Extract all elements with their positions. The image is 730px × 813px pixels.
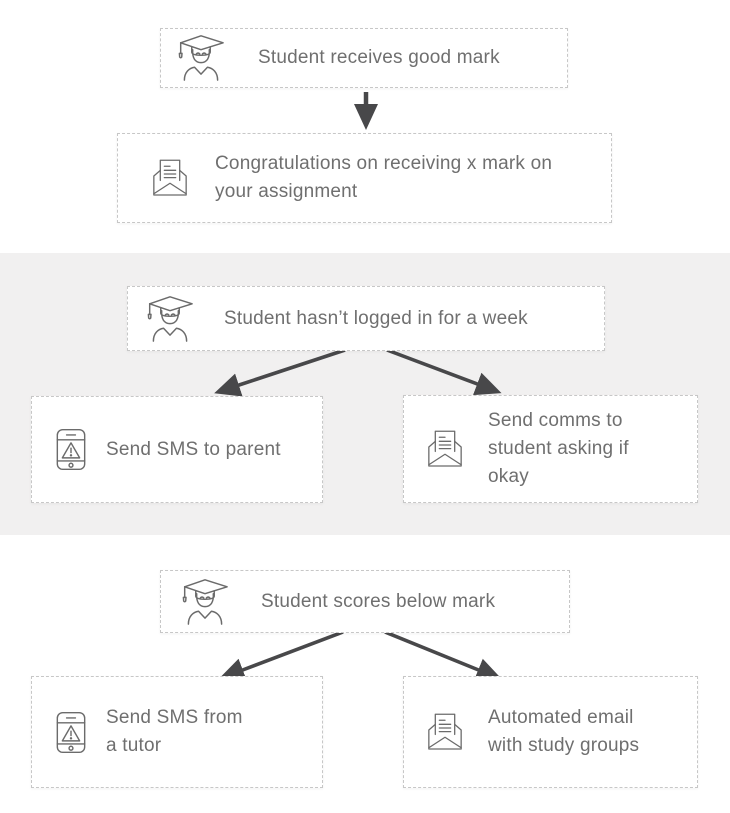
node-label: Student hasn’t logged in for a week (224, 307, 528, 329)
phone-alert-icon (56, 428, 86, 471)
arrow-low-score-to-sms-tutor (218, 630, 344, 682)
node-label: Student receives good mark (258, 47, 500, 68)
node-label: Send SMS from a tutor (106, 707, 243, 756)
node-label: Automated email with study groups (488, 707, 640, 756)
node-label: Send comms to student asking if okay (488, 410, 629, 487)
phone-alert-icon (56, 711, 86, 753)
open-envelope-icon (428, 430, 462, 467)
node-send-sms-from-tutor: Send SMS from a tutor (31, 676, 323, 788)
node-label: Student scores below mark (261, 590, 496, 612)
arrow-low-score-to-email (384, 630, 503, 681)
node-send-comms-to-student: Send comms to student asking if okay (403, 395, 698, 503)
node-automated-email-study-groups: Automated email with study groups (403, 676, 698, 788)
open-envelope-icon (153, 159, 187, 196)
node-congratulations-email: Congratulations on receiving x mark on y… (117, 133, 612, 223)
node-label: Congratulations on receiving x mark on y… (215, 153, 553, 202)
node-send-sms-to-parent: Send SMS to parent (31, 396, 323, 503)
node-student-receives-good-mark: Student receives good mark (160, 28, 568, 88)
open-envelope-icon (428, 713, 462, 750)
graduate-student-icon (178, 35, 224, 81)
node-label: Send SMS to parent (106, 438, 281, 460)
graduate-student-icon (147, 295, 193, 342)
node-student-not-logged-in: Student hasn’t logged in for a week (127, 286, 605, 351)
graduate-student-icon (182, 578, 228, 625)
node-student-scores-below-mark: Student scores below mark (160, 570, 570, 633)
